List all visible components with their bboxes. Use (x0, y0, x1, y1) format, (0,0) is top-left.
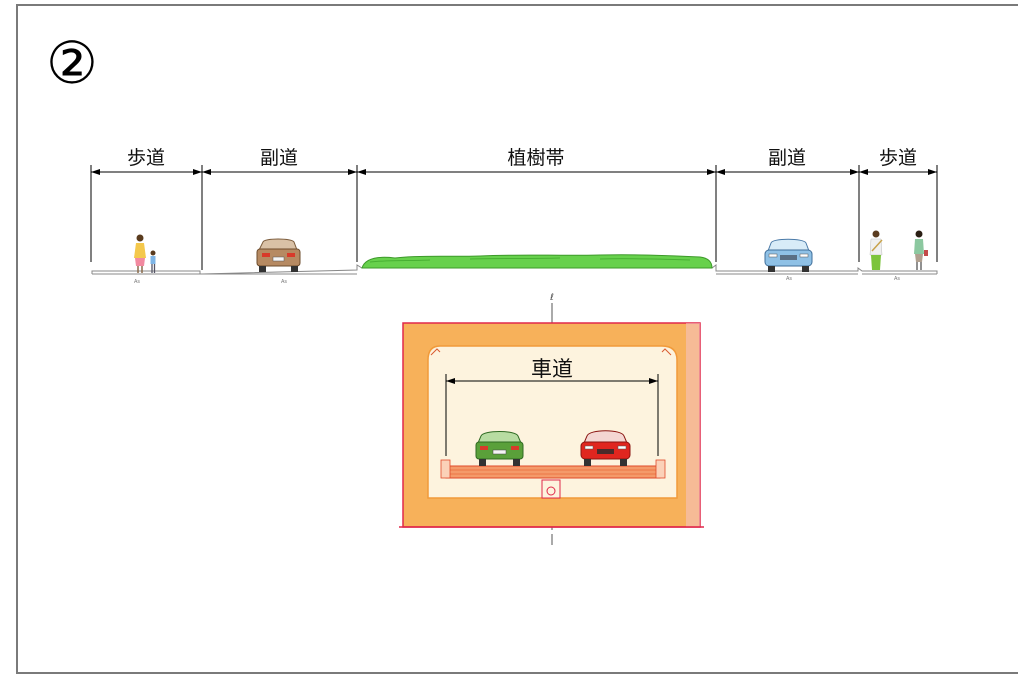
label-side-road-right: 副道 (768, 147, 806, 169)
roadway-dimension (445, 374, 659, 456)
planting-strip-shrubs (361, 254, 713, 269)
pavement-mark: As (134, 279, 140, 285)
pavement-mark: As (786, 276, 792, 282)
centerline-mark: ℓ (549, 293, 554, 303)
dimension-arrowheads (91, 169, 937, 175)
pedestrian-adult-icon (134, 234, 146, 273)
pavement-mark: As (281, 279, 287, 285)
pedestrian-child-icon (150, 250, 156, 273)
blue-car-icon (764, 238, 813, 272)
pedestrian-man-icon (869, 230, 883, 270)
green-car-icon (475, 431, 524, 466)
pavement-mark: As (894, 276, 900, 282)
road-deck (440, 459, 666, 499)
brown-car-icon (256, 238, 301, 272)
roadway-arrowheads (446, 378, 658, 384)
label-walkway-left: 歩道 (127, 147, 165, 169)
pedestrian-woman-icon (914, 230, 928, 270)
circled-number: ② (46, 29, 98, 97)
dimension-lines (90, 165, 938, 270)
label-walkway-right: 歩道 (879, 147, 917, 169)
label-side-road-left: 副道 (260, 147, 298, 169)
label-planting-strip: 植樹帯 (507, 147, 564, 169)
red-car-icon (580, 430, 631, 466)
label-roadway: 車道 (531, 357, 573, 381)
